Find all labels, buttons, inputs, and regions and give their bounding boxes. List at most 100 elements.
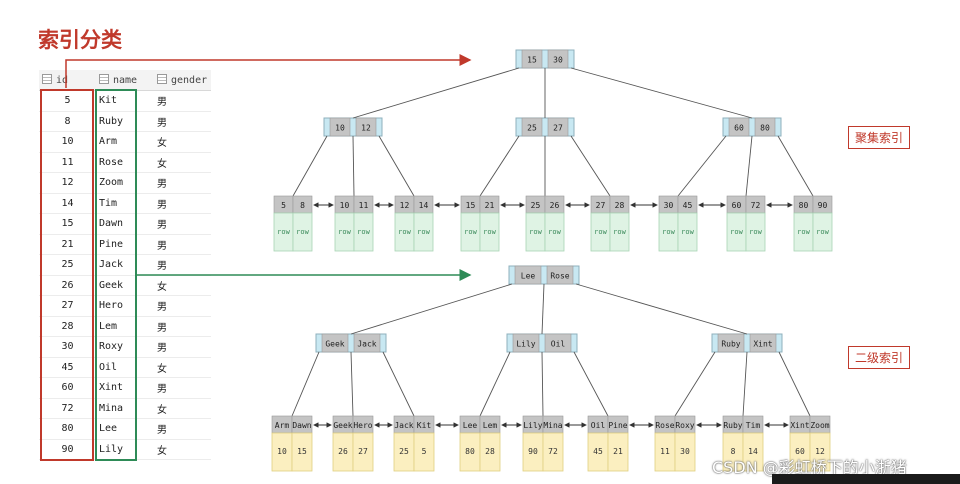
leaf-value-label: 28	[485, 447, 495, 456]
column-header-name[interactable]: name	[96, 70, 154, 91]
column-header-id[interactable]: id	[39, 70, 96, 91]
cell-id: 5	[39, 90, 96, 112]
cell-gender: 男	[154, 111, 211, 132]
leaf-value-label: 90	[528, 447, 538, 456]
cell-name: Ruby	[96, 111, 154, 132]
leaf-key-label: 80	[799, 201, 809, 210]
cell-id: 21	[39, 234, 96, 255]
node-key-cell	[717, 333, 745, 353]
cell-gender: 女	[154, 398, 211, 419]
leaf-key-label: Xint	[790, 421, 809, 430]
node-key-label: Ruby	[721, 340, 740, 349]
node-key-cell	[754, 117, 776, 137]
id-column-highlight	[40, 89, 94, 461]
leaf-value-label: 15	[297, 447, 307, 456]
cell-gender: 男	[154, 234, 211, 255]
leaf-key-label: Mina	[543, 421, 562, 430]
cell-id: 60	[39, 377, 96, 399]
leaf-value-label: row	[338, 228, 351, 236]
leaf-value-cell	[542, 432, 564, 472]
leaf-value-label: 25	[399, 447, 409, 456]
cell-id: 80	[39, 418, 96, 440]
watermark: CSDN @彩虹桥下的小浙猪	[712, 458, 907, 477]
leaf-value-label: 72	[548, 447, 558, 456]
leaf-value-cell	[479, 432, 501, 472]
leaf-key-label: 15	[466, 201, 476, 210]
leaf-value-label: row	[797, 228, 810, 236]
tree-edge	[674, 351, 716, 417]
leaf-value-label: 8	[731, 447, 736, 456]
column-key-icon	[42, 74, 52, 84]
leaf-key-label: Ruby	[723, 421, 742, 430]
leaf-value-label: row	[613, 228, 626, 236]
cell-name: Arm	[96, 131, 154, 153]
tree-edge	[352, 135, 355, 197]
node-key-cell	[547, 49, 569, 69]
cell-gender: 女	[154, 439, 211, 460]
column-header-gender[interactable]: gender	[154, 70, 211, 91]
node-key-label: Lee	[521, 272, 536, 281]
leaf-key-label: Geek	[333, 421, 352, 430]
node-key-cell	[728, 117, 750, 137]
node-key-label: 10	[335, 124, 345, 133]
leaf-value-label: row	[277, 228, 290, 236]
tree-edge	[541, 351, 544, 417]
cell-gender: 女	[154, 357, 211, 378]
leaf-value-cell	[544, 212, 565, 252]
leaf-key-label: Oil	[591, 421, 606, 430]
leaf-value-label: row	[662, 228, 675, 236]
leaf-value-label: row	[398, 228, 411, 236]
leaf-value-cell	[413, 212, 434, 252]
cell-id: 72	[39, 398, 96, 419]
node-key-cell	[512, 333, 540, 353]
tree-edge	[352, 67, 520, 119]
node-key-label: 15	[527, 56, 537, 65]
leaf-key-label: Rose	[655, 421, 674, 430]
leaf-value-cell	[609, 212, 630, 252]
node-key-cell	[749, 333, 777, 353]
leaf-key-label: Pine	[608, 421, 627, 430]
node-key-cell	[353, 333, 381, 353]
cell-gender: 男	[154, 295, 211, 317]
tree-edge	[292, 135, 328, 197]
cell-gender: 男	[154, 336, 211, 358]
leaf-key-label: 26	[550, 201, 560, 210]
tree-edge	[575, 283, 748, 335]
leaf-key-label: 11	[359, 201, 369, 210]
leaf-key-label: 45	[683, 201, 693, 210]
node-key-label: 25	[527, 124, 537, 133]
leaf-value-cell	[745, 212, 766, 252]
